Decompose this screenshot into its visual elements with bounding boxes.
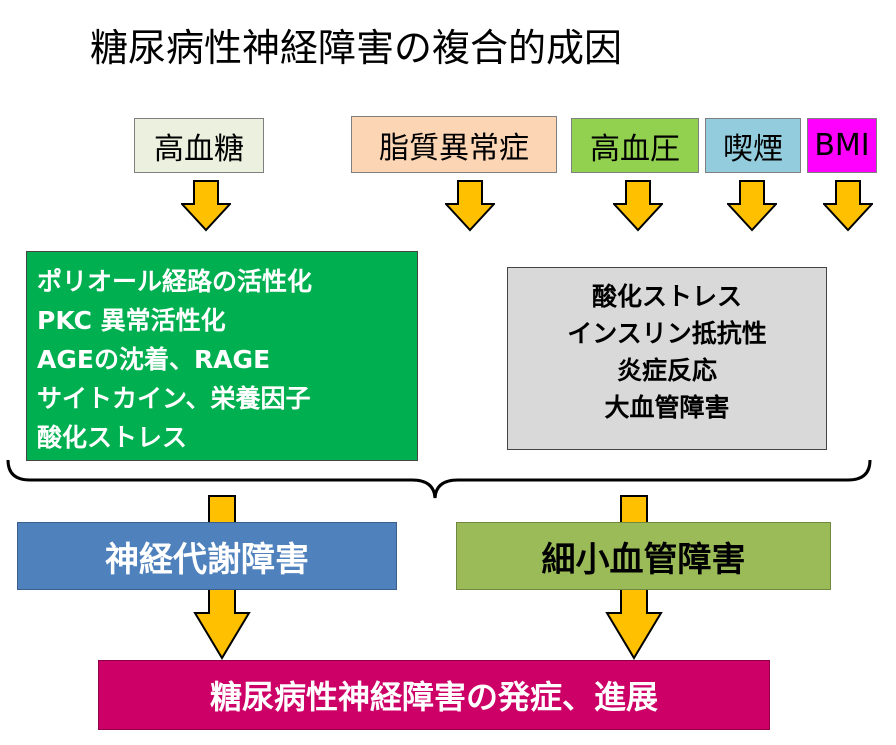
arrow-down-icon <box>823 180 873 232</box>
factor-smoking: 喫煙 <box>705 118 801 173</box>
arrow-down-icon <box>613 180 663 232</box>
mechanism-item: 炎症反応 <box>616 356 717 385</box>
vascular-mechanisms-box: 酸化ストレス インスリン抵抗性 炎症反応 大血管障害 <box>507 267 827 450</box>
arrow-down-icon <box>181 180 231 232</box>
mechanism-item: 酸化ストレス <box>37 423 188 452</box>
arrow-down-icon <box>445 180 495 232</box>
mechanism-item: PKC 異常活性化 <box>37 306 226 335</box>
grouping-brace <box>6 459 872 499</box>
factor-hyperglycemia: 高血糖 <box>134 118 264 173</box>
factor-hypertension: 高血圧 <box>571 118 699 173</box>
diagram-title: 糖尿病性神経障害の複合的成因 <box>90 26 623 70</box>
microvascular-disorder-box: 細小血管障害 <box>456 522 831 590</box>
mechanism-item: 大血管障害 <box>604 393 730 422</box>
metabolic-mechanisms-box: ポリオール経路の活性化 PKC 異常活性化 AGEの沈着、RAGE サイトカイン… <box>26 251 418 461</box>
mechanism-item: インスリン抵抗性 <box>567 319 767 348</box>
mechanism-item: サイトカイン、栄養因子 <box>37 384 311 413</box>
factor-dyslipidemia: 脂質異常症 <box>351 116 557 173</box>
arrow-down-icon <box>727 180 777 232</box>
mechanism-item: ポリオール経路の活性化 <box>37 267 313 296</box>
mechanism-item: 酸化ストレス <box>591 282 742 311</box>
nerve-metabolic-disorder-box: 神経代謝障害 <box>17 522 397 590</box>
final-outcome-box: 糖尿病性神経障害の発症、進展 <box>98 660 770 730</box>
mechanism-item: AGEの沈着、RAGE <box>37 345 271 374</box>
factor-bmi: BMI <box>807 118 877 173</box>
